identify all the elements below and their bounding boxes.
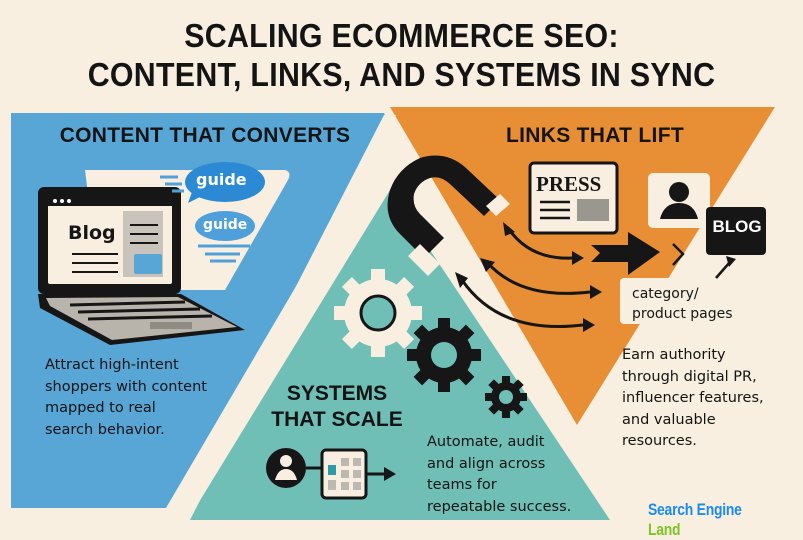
desc-line: Earn authority — [622, 347, 726, 363]
systems-panel — [188, 190, 610, 520]
title-line-1: SCALING ECOMMERCE SEO: — [184, 17, 619, 54]
newspaper-icon — [528, 161, 619, 235]
desc-line: repeatable success. — [427, 498, 572, 515]
desc-line: teams for — [427, 477, 497, 493]
desc-line: mapped to real — [45, 400, 156, 416]
links-heading: LINKS THAT LIFT — [506, 124, 684, 147]
gear-icon — [407, 318, 481, 392]
desc-line: and align across — [427, 455, 546, 472]
laptop-screen-title: Blog — [68, 222, 116, 244]
category-box — [620, 278, 732, 324]
person-icon — [648, 173, 710, 228]
title-line-2: CONTENT, LINKS, AND SYSTEMS IN SYNC — [87, 56, 716, 93]
brand-logo: Search Engine Land — [648, 500, 775, 540]
press-card-label: PRESS — [536, 172, 602, 196]
speech-bubble-icon — [160, 162, 265, 263]
brand-logo-part-2: Land — [648, 520, 681, 539]
gear-icon — [334, 269, 422, 357]
content-heading: CONTENT THAT CONVERTS — [59, 124, 351, 147]
systems-heading: SYSTEMS THAT SCALE — [262, 381, 412, 433]
desc-line: search behavior. — [45, 421, 165, 438]
links-description: Earn authority through digital PR, influ… — [622, 345, 792, 453]
gear-icon — [485, 376, 527, 418]
desc-line: through digital PR, — [622, 368, 757, 385]
desc-line: influencer features, — [622, 390, 764, 406]
page-title: SCALING ECOMMERCE SEO: CONTENT, LINKS, A… — [32, 16, 771, 94]
category-product-pages-label: category/ product pages — [632, 284, 733, 324]
arrow-right-icon — [366, 467, 396, 481]
category-label-line-1: category/ — [632, 286, 699, 302]
laptop-icon — [38, 187, 245, 345]
systems-heading-line-2: THAT SCALE — [271, 408, 403, 431]
speech-bubble-label: guide — [196, 170, 247, 189]
category-label-line-2: product pages — [632, 306, 733, 322]
desc-line: resources. — [622, 433, 697, 449]
content-description: Attract high-intent shoppers with conten… — [45, 355, 245, 441]
person-icon — [266, 448, 322, 488]
desc-line: and valuable — [622, 411, 716, 428]
link-arrows — [460, 227, 591, 329]
desc-line: Attract high-intent — [45, 357, 179, 373]
systems-description: Automate, audit and align across teams f… — [427, 432, 597, 518]
grid-dashboard-icon — [320, 448, 368, 500]
brand-logo-part-1: Search Engine — [648, 500, 742, 519]
magnet-icon — [387, 155, 510, 276]
desc-line: shoppers with content — [45, 378, 207, 395]
desc-line: Automate, audit — [427, 434, 545, 450]
speech-bubble-label: guide — [203, 217, 248, 233]
blog-badge-icon — [706, 207, 766, 255]
arrow-icon — [591, 232, 660, 275]
blog-badge-label: BLOG — [712, 217, 762, 236]
systems-heading-line-1: SYSTEMS — [286, 382, 388, 405]
